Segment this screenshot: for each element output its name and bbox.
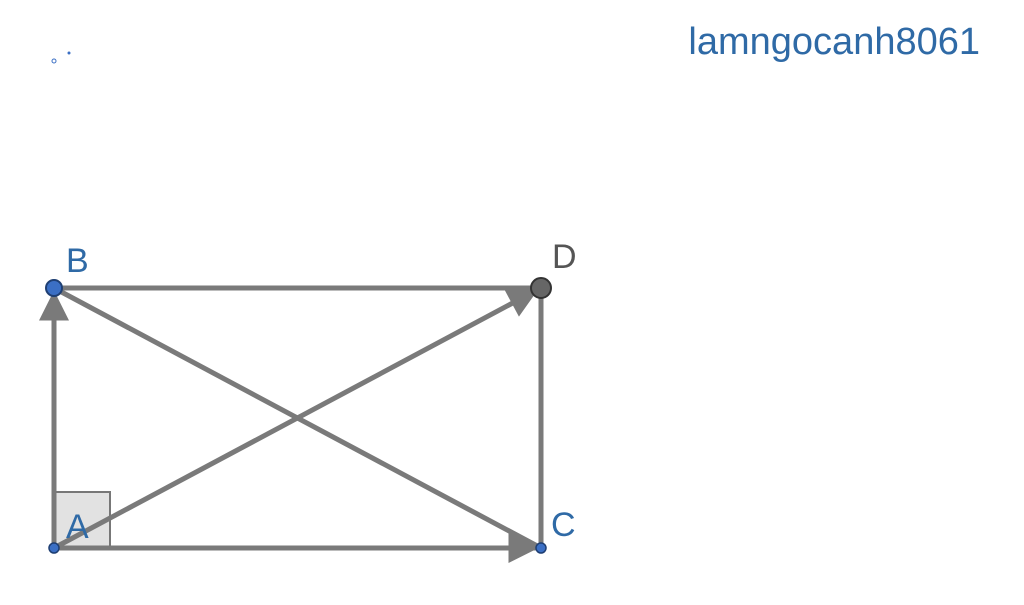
point-label-c: C: [551, 506, 576, 544]
point-b: [45, 279, 63, 297]
point-d: [530, 277, 552, 299]
point-label-a: A: [66, 508, 89, 546]
point-a: [48, 542, 60, 554]
watermark-text: lamngocanh8061: [688, 21, 980, 63]
point-label-d: D: [552, 238, 577, 276]
point-c: [535, 542, 547, 554]
small-dot-mark: [67, 51, 71, 55]
small-dot-mark: [51, 58, 57, 64]
vector-ad: [52, 287, 539, 551]
point-label-b: B: [66, 242, 89, 280]
